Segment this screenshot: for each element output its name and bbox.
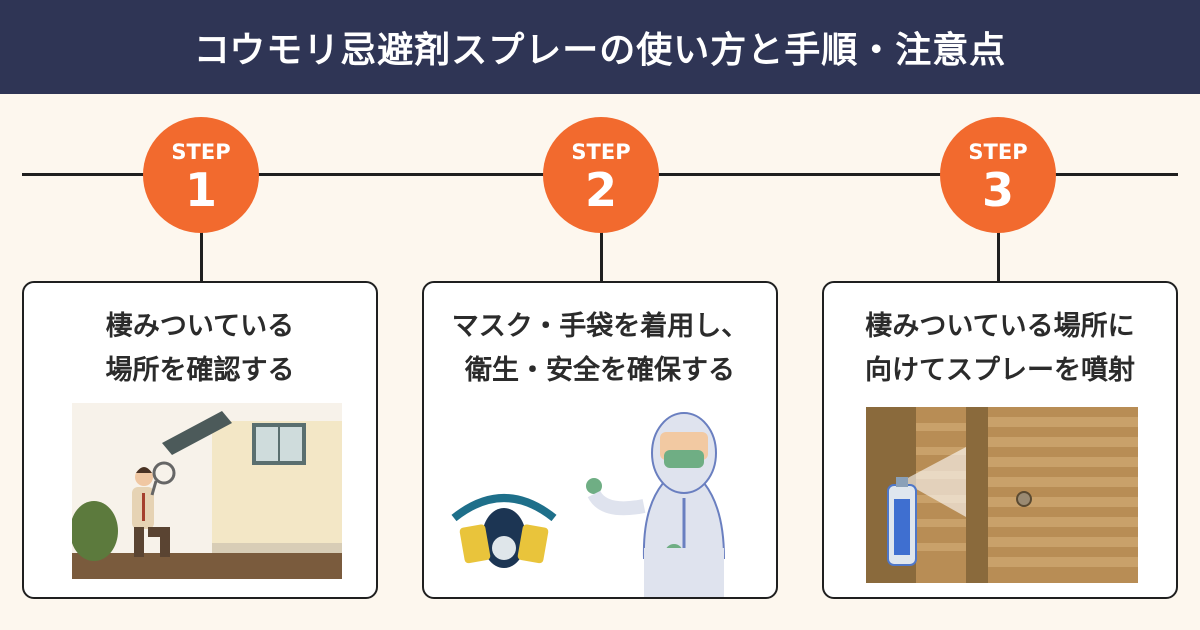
step-3-title-line1: 棲みついている場所に: [865, 311, 1135, 342]
step-1-number: 1: [184, 162, 217, 217]
step-3-label: STEP: [968, 139, 1028, 164]
step-2-title: マスク・手袋を着用し、 衛生・安全を確保する: [424, 305, 776, 393]
step-2-title-line1: マスク・手袋を着用し、: [451, 311, 749, 342]
page-title: コウモリ忌避剤スプレーの使い方と手順・注意点: [193, 30, 1007, 71]
step-3-number: 3: [981, 162, 1014, 217]
step-3-connector: [997, 220, 1000, 282]
step-2-connector: [600, 220, 603, 282]
step-2-card: マスク・手袋を着用し、 衛生・安全を確保する: [422, 281, 778, 599]
step-2-label: STEP: [571, 139, 631, 164]
step-1-title: 棲みついている 場所を確認する: [24, 305, 376, 393]
step-1-badge: STEP 1: [143, 117, 259, 233]
step-1-connector: [200, 220, 203, 282]
step-3-card: 棲みついている場所に 向けてスプレーを噴射: [822, 281, 1178, 599]
step-1-label: STEP: [171, 139, 231, 164]
step-2-number: 2: [584, 162, 617, 217]
step-1-card: 棲みついている 場所を確認する: [22, 281, 378, 599]
step-1-title-line2: 場所を確認する: [105, 355, 295, 386]
step-3-title: 棲みついている場所に 向けてスプレーを噴射: [824, 305, 1176, 393]
protective-suit-and-gas-mask-icon: [451, 412, 726, 597]
step-2-title-line2: 衛生・安全を確保する: [465, 355, 735, 386]
step-2-badge: STEP 2: [543, 117, 659, 233]
spray-can-on-shutter-icon: [866, 407, 1138, 583]
inspector-with-magnifier-icon: [72, 403, 342, 579]
header-banner: コウモリ忌避剤スプレーの使い方と手順・注意点: [0, 0, 1200, 94]
step-1-title-line1: 棲みついている: [105, 311, 295, 342]
step-3-badge: STEP 3: [940, 117, 1056, 233]
step-3-title-line2: 向けてスプレーを噴射: [865, 355, 1135, 386]
